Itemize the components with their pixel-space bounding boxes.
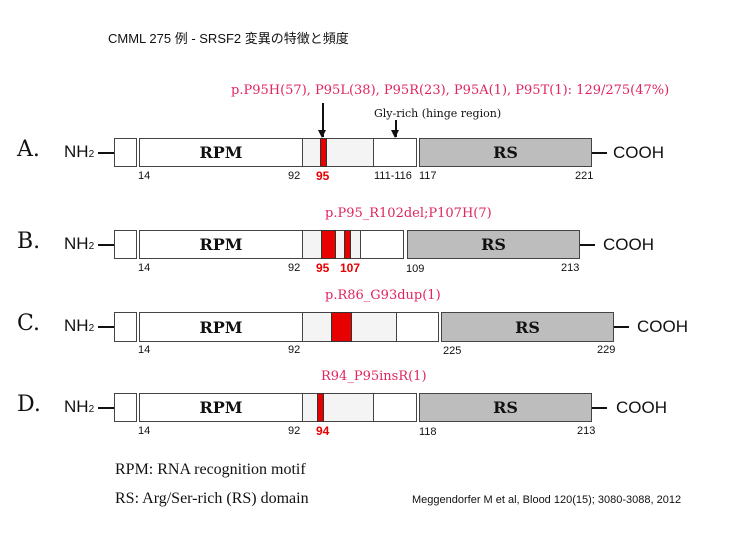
row-label: C.	[17, 311, 41, 336]
annotation-d: R94_P95insR(1)	[321, 369, 427, 384]
position-label: 229	[597, 344, 616, 356]
connector-line	[592, 152, 607, 154]
rpm-domain: RPM	[139, 312, 303, 342]
position-label: 92	[288, 425, 301, 437]
c-terminus-label: COOH	[613, 143, 664, 162]
position-label: 92	[288, 344, 301, 356]
n-terminus-label: NH2	[64, 142, 95, 161]
connector-line	[614, 326, 629, 328]
legend-rpm: RPM: RNA recognition motif	[115, 461, 306, 478]
row-label: B.	[17, 229, 41, 254]
n-terminal-box	[114, 393, 137, 422]
rpm-domain: RPM	[139, 230, 303, 259]
position-label: 14	[138, 262, 151, 274]
arrow-down-icon	[392, 120, 398, 138]
mutation-position-label: 94	[316, 424, 330, 438]
page-title: CMML 275 例 - SRSF2 変異の特徴と頻度	[108, 31, 349, 46]
connector-line	[98, 326, 114, 328]
mutation-position-label: 107	[340, 261, 361, 275]
connector-line	[98, 152, 114, 154]
position-label: 14	[138, 425, 151, 437]
connector-line	[592, 407, 607, 409]
row-label: A.	[17, 137, 40, 162]
position-label: 111-116	[374, 170, 412, 182]
c-terminus-label: COOH	[637, 317, 688, 336]
position-label: 14	[138, 344, 151, 356]
arrow-down-icon	[319, 103, 325, 138]
n-terminus-label: NH2	[64, 316, 95, 335]
n-terminal-box	[114, 312, 137, 342]
connector-line	[580, 244, 595, 246]
rpm-domain: RPM	[139, 138, 303, 167]
insertion-site	[317, 393, 324, 422]
n-terminus-label: NH2	[64, 234, 95, 253]
position-label: 117	[419, 170, 437, 182]
rs-domain: RS	[419, 393, 592, 422]
mutation-position-label: 95	[316, 169, 330, 183]
n-terminal-box	[114, 138, 137, 167]
hinge-region	[373, 138, 417, 167]
position-label: 213	[561, 262, 580, 274]
position-label: 92	[288, 170, 301, 182]
duplication-site	[331, 312, 352, 342]
rs-domain: RS	[419, 138, 592, 167]
hinge-region	[360, 230, 404, 259]
hinge-region	[373, 393, 417, 422]
mutation-site-95	[320, 138, 327, 167]
connector-line	[98, 244, 114, 246]
position-label: 118	[419, 426, 437, 438]
position-label: 14	[138, 170, 151, 182]
c-terminus-label: COOH	[616, 398, 667, 417]
position-label: 225	[443, 345, 462, 357]
connector-line	[98, 407, 114, 409]
c-terminus-label: COOH	[603, 235, 654, 254]
linker-region	[302, 138, 374, 167]
mutation-position-label: 95	[316, 261, 330, 275]
n-terminus-label: NH2	[64, 397, 95, 416]
position-label: 221	[575, 170, 594, 182]
position-label: 109	[406, 263, 425, 275]
position-label: 92	[288, 262, 301, 274]
row-label: D.	[17, 392, 41, 417]
n-terminal-box	[114, 230, 137, 259]
rs-domain: RS	[441, 312, 614, 342]
rpm-domain: RPM	[139, 393, 303, 422]
legend-rs: RS: Arg/Ser-rich (RS) domain	[115, 490, 309, 507]
hinge-label: Gly-rich (hinge region)	[374, 107, 502, 120]
annotation-b: p.P95_R102del;P107H(7)	[325, 206, 492, 221]
mutation-site-107	[344, 230, 351, 259]
position-label: 213	[577, 425, 596, 437]
annotation-c: p.R86_G93dup(1)	[325, 288, 441, 303]
mutation-site-95	[321, 230, 336, 259]
annotation-a: p.P95H(57), P95L(38), P95R(23), P95A(1),…	[231, 83, 670, 98]
linker-region	[302, 393, 374, 422]
hinge-region	[396, 312, 439, 342]
citation: Meggendorfer M et al, Blood 120(15); 308…	[412, 494, 682, 506]
rs-domain: RS	[407, 230, 580, 259]
